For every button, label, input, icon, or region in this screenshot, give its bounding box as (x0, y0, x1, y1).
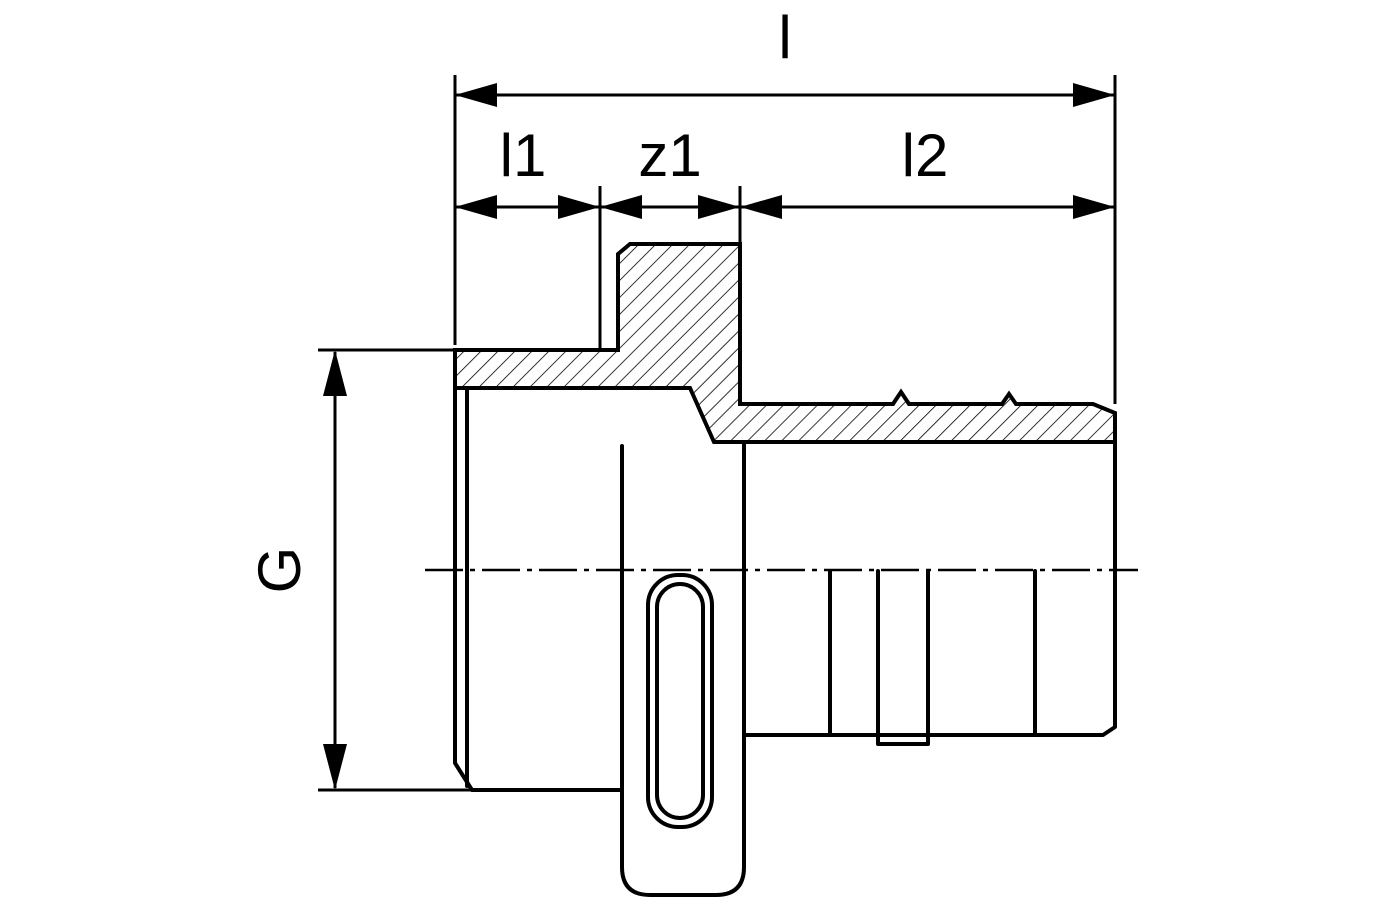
dim-l1-label: l1 (500, 122, 547, 189)
dim-z1-label: z1 (638, 122, 701, 189)
dim-l2-arrow-left-icon (740, 195, 782, 219)
fitting-drawing (425, 242, 1138, 897)
dim-l-label: l (778, 4, 791, 71)
dim-l-arrow-right-icon (1073, 83, 1115, 107)
pipe-rib-groove (876, 569, 930, 746)
dim-l2-arrow-right-icon (1073, 195, 1115, 219)
dim-l2-label: l2 (902, 122, 949, 189)
dim-z1-arrow-right-icon (698, 195, 740, 219)
cross-section-upper-hatched (453, 242, 1117, 444)
pipe-lower-outline (742, 440, 1117, 737)
dim-l1: l1 (455, 122, 602, 348)
nut-body-lower-outline (453, 350, 624, 792)
dim-l: l (453, 4, 1117, 404)
dim-g-arrow-bottom-icon (323, 744, 347, 790)
dim-l-arrow-left-icon (455, 83, 497, 107)
sleeve-outline (620, 442, 746, 897)
dim-g: G (246, 348, 472, 792)
dim-g-arrow-top-icon (323, 350, 347, 396)
dim-l1-arrow-left-icon (455, 195, 497, 219)
dim-l1-arrow-right-icon (558, 195, 600, 219)
dim-g-label: G (246, 547, 313, 594)
sleeve-window-outer (646, 573, 714, 829)
dim-z1: z1 (600, 122, 742, 242)
dim-l2: l2 (740, 122, 1115, 219)
sleeve-window-inner (655, 582, 705, 820)
dim-z1-arrow-left-icon (600, 195, 642, 219)
